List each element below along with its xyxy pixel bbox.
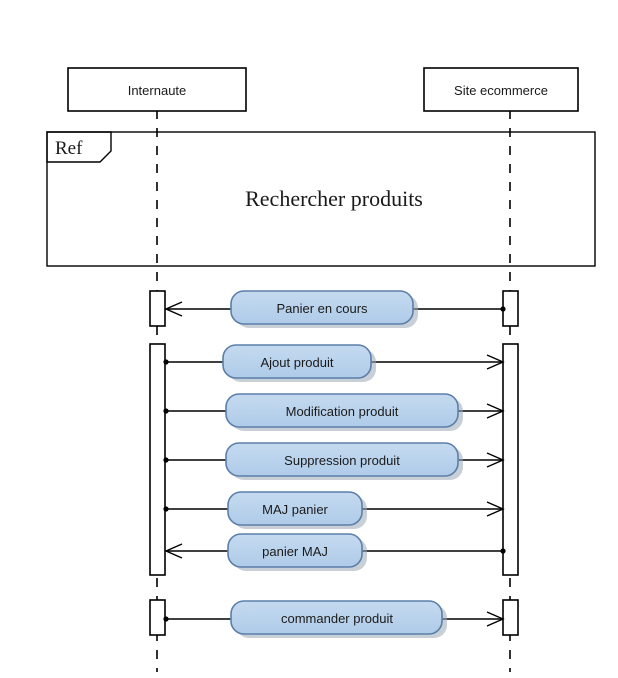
- message-2-bubble[interactable]: [222, 344, 372, 379]
- message-1-arrowhead: [164, 301, 183, 317]
- message-5-label: MAJ panier: [262, 502, 328, 517]
- activation-bar-internaute-1: [149, 290, 166, 327]
- message-7-arrowhead: [486, 611, 505, 627]
- message-7-source-dot: [163, 616, 169, 622]
- message-2-arrowhead: [486, 354, 505, 370]
- message-2-label: Ajout produit: [261, 355, 334, 370]
- message-1[interactable]: Panier en cours: [164, 290, 506, 328]
- message-6-label: panier MAJ: [262, 544, 328, 559]
- activation-bar-site-3: [502, 599, 519, 636]
- message-4-bubble[interactable]: [225, 442, 459, 477]
- ref-fragment-border: [46, 131, 596, 267]
- message-5[interactable]: MAJ panier: [163, 491, 505, 529]
- lifeline-label-internaute: Internaute: [128, 83, 187, 98]
- message-6[interactable]: panier MAJ: [164, 533, 506, 571]
- message-7-label: commander produit: [281, 611, 393, 626]
- lifeline-head-site[interactable]: Site ecommerce: [423, 67, 579, 112]
- message-3[interactable]: Modification produit: [163, 393, 505, 431]
- ref-fragment-title: Rechercher produits: [245, 186, 423, 211]
- ref-fragment-tab: [46, 131, 112, 163]
- message-1-source-dot: [500, 306, 506, 312]
- message-7[interactable]: commander produit: [163, 600, 505, 638]
- message-6-source-dot: [500, 548, 506, 554]
- message-3-bubble[interactable]: [225, 393, 459, 428]
- message-2-source-dot: [163, 359, 169, 365]
- message-4-source-dot: [163, 457, 169, 463]
- activation-bar-site-2: [502, 343, 519, 576]
- message-2[interactable]: Ajout produit: [163, 344, 505, 382]
- message-5-bubble[interactable]: [227, 491, 363, 526]
- message-4[interactable]: Suppression produit: [163, 442, 505, 480]
- message-6-bubble[interactable]: [227, 533, 363, 568]
- message-6-arrowhead: [164, 543, 183, 559]
- message-3-source-dot: [163, 408, 169, 414]
- lifeline-head-internaute[interactable]: Internaute: [67, 67, 247, 112]
- ref-fragment[interactable]: Ref Rechercher produits: [46, 131, 596, 267]
- message-4-arrowhead: [486, 452, 505, 468]
- lifeline-label-site: Site ecommerce: [454, 83, 548, 98]
- message-5-arrowhead: [486, 501, 505, 517]
- message-3-arrowhead: [486, 403, 505, 419]
- message-4-label: Suppression produit: [284, 453, 400, 468]
- message-1-label: Panier en cours: [276, 301, 368, 316]
- message-5-source-dot: [163, 506, 169, 512]
- activation-bar-internaute-3: [149, 599, 166, 636]
- message-3-label: Modification produit: [286, 404, 399, 419]
- message-7-bubble[interactable]: [230, 600, 443, 635]
- message-1-bubble[interactable]: [230, 290, 414, 325]
- activation-bar-internaute-2: [149, 343, 166, 576]
- ref-fragment-tab-label: Ref: [55, 138, 83, 159]
